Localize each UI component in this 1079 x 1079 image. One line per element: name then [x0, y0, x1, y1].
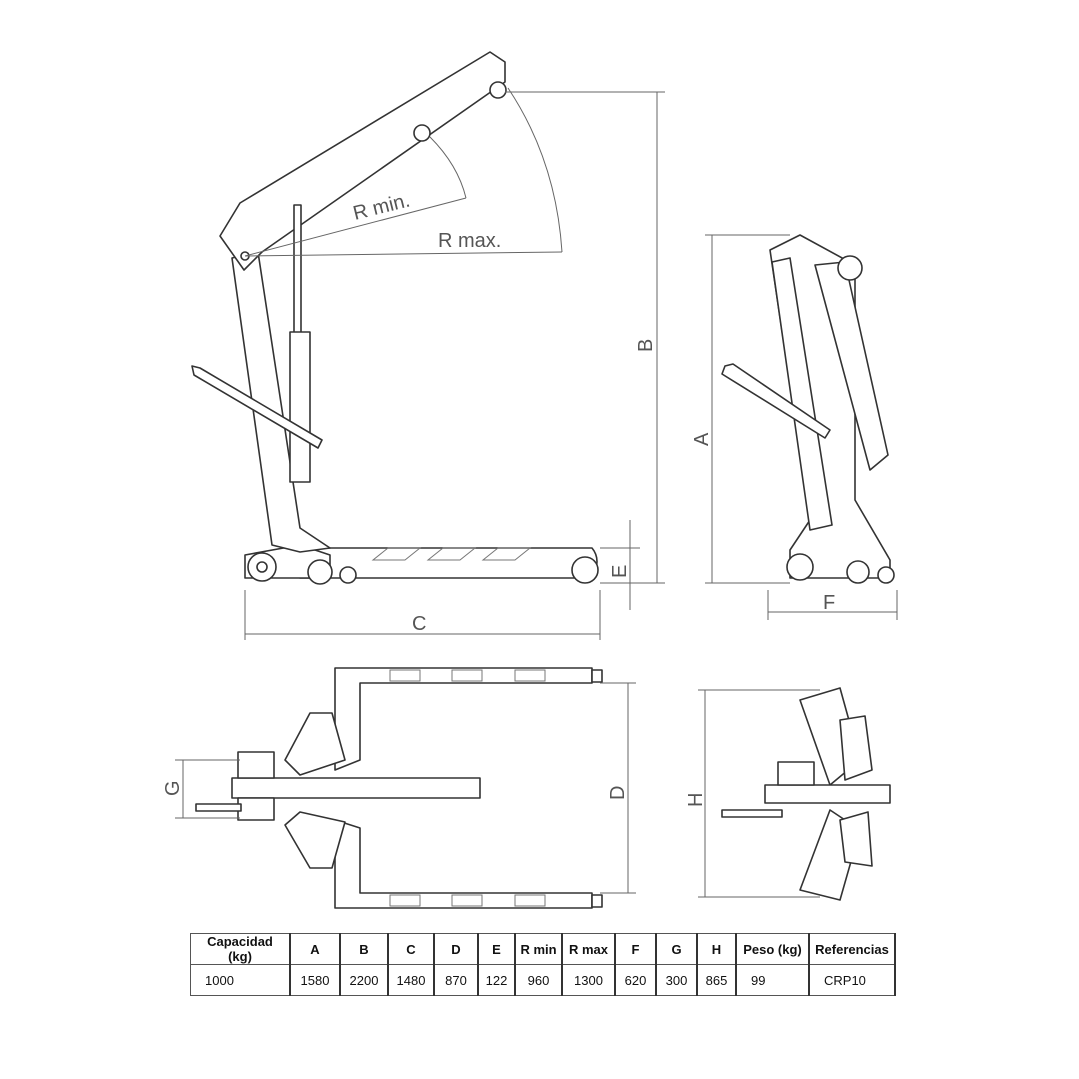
crane-folded-view: A F — [691, 234, 898, 620]
table-cell: 865 — [696, 964, 737, 996]
label-c: C — [412, 613, 426, 635]
crane-top-view: D G — [162, 667, 636, 909]
table-header-row: Capacidad (kg) A B C D E R min R max F G… — [190, 933, 896, 965]
table-header: C — [387, 933, 435, 965]
label-h: H — [685, 793, 707, 807]
label-d: D — [607, 786, 629, 800]
table-header: A — [289, 933, 341, 965]
table-cell: 960 — [514, 964, 563, 996]
table-cell: 1580 — [289, 964, 341, 996]
label-a: A — [691, 432, 713, 446]
crane-folded-top-view: H — [685, 687, 891, 901]
table-header: R min — [514, 933, 563, 965]
table-cell: 2200 — [339, 964, 389, 996]
label-b: B — [635, 339, 657, 352]
table-cell: 1480 — [387, 964, 435, 996]
table-cell: 620 — [614, 964, 657, 996]
table-header: G — [655, 933, 698, 965]
label-g: G — [162, 780, 184, 796]
table-header: H — [696, 933, 737, 965]
label-r-min: R min. — [351, 190, 412, 225]
table-cell: 300 — [655, 964, 698, 996]
table-cell: 1000 — [190, 964, 291, 996]
specs-table: Capacidad (kg) A B C D E R min R max F G… — [190, 933, 896, 996]
table-header: D — [433, 933, 479, 965]
table-header: Capacidad (kg) — [190, 933, 291, 965]
table-cell: 99 — [735, 964, 810, 996]
table-header: Referencias — [808, 933, 896, 965]
label-e: E — [609, 565, 631, 578]
table-header: B — [339, 933, 389, 965]
table-header: E — [477, 933, 516, 965]
table-header: R max — [561, 933, 616, 965]
crane-side-view: R min. R max. B E C — [191, 51, 665, 640]
table-cell: 1300 — [561, 964, 616, 996]
table-cell: CRP10 — [808, 964, 896, 996]
table-cell: 870 — [433, 964, 479, 996]
table-row: 1000 1580 2200 1480 870 122 960 1300 620… — [190, 964, 896, 996]
crane-diagram: R min. R max. B E C A F — [162, 51, 898, 909]
label-r-max: R max. — [438, 230, 501, 252]
table-header: F — [614, 933, 657, 965]
table-header: Peso (kg) — [735, 933, 810, 965]
label-f: F — [823, 592, 835, 614]
table-cell: 122 — [477, 964, 516, 996]
